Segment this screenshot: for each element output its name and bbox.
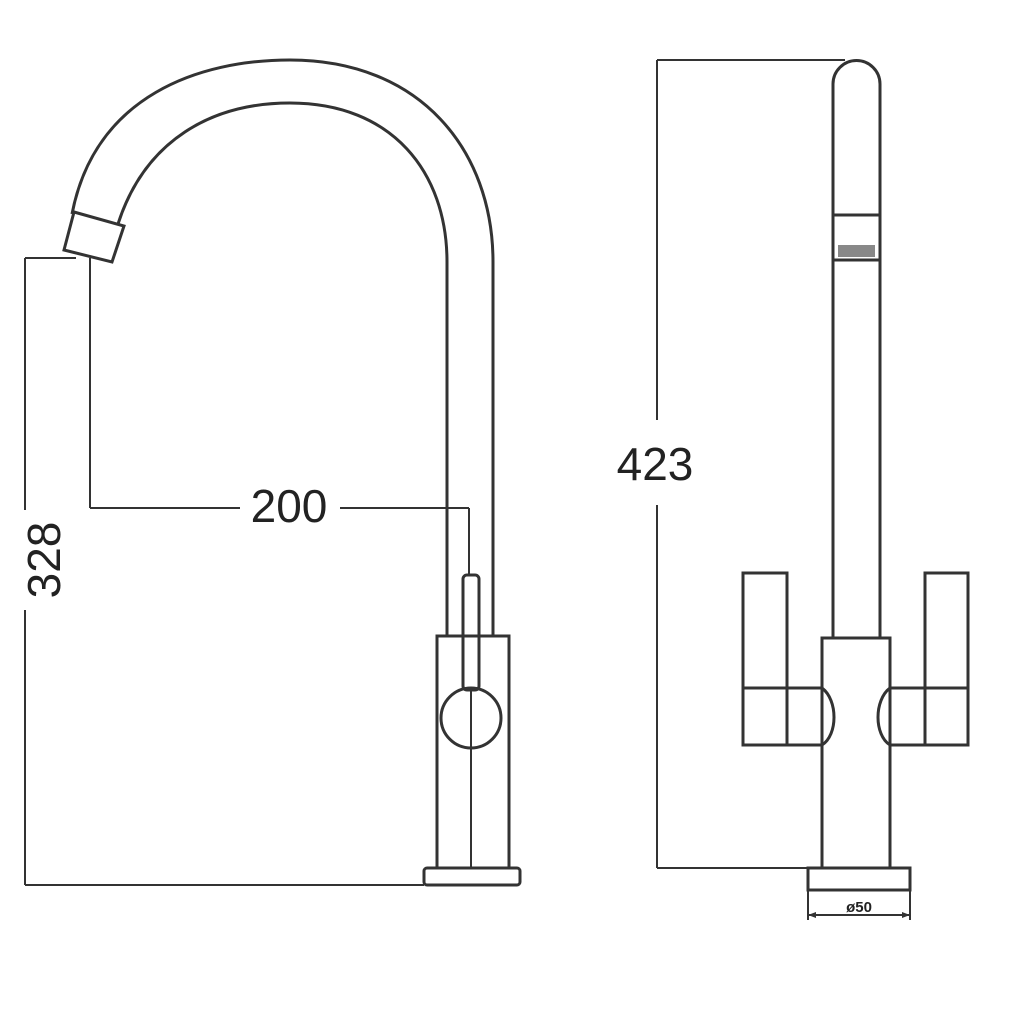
base-plate xyxy=(422,866,522,887)
base-plate xyxy=(806,866,912,892)
left-handle xyxy=(741,571,836,747)
lever-stem xyxy=(461,573,481,692)
nozzle xyxy=(62,210,126,264)
reach-label: 200 xyxy=(251,480,328,532)
total-height-dimension: 423 xyxy=(617,59,845,869)
front-view-faucet xyxy=(741,59,970,892)
reach-dimension: 200 xyxy=(89,258,470,575)
aerator-outlet xyxy=(838,245,875,257)
base-diameter-label: ø50 xyxy=(846,899,872,916)
spout-outer-curve xyxy=(70,58,495,636)
spout-height-dimension: 328 xyxy=(18,257,424,886)
side-view-faucet xyxy=(62,58,522,887)
aerator-band xyxy=(831,213,882,262)
total-height-label: 423 xyxy=(617,438,694,490)
body xyxy=(435,634,511,870)
spout-inner-curve xyxy=(116,101,449,636)
spout-height-label: 328 xyxy=(18,522,70,599)
body xyxy=(820,636,892,870)
spout-column xyxy=(831,59,882,638)
base-diameter-dimension: ø50 xyxy=(807,890,911,920)
right-handle xyxy=(876,571,970,747)
